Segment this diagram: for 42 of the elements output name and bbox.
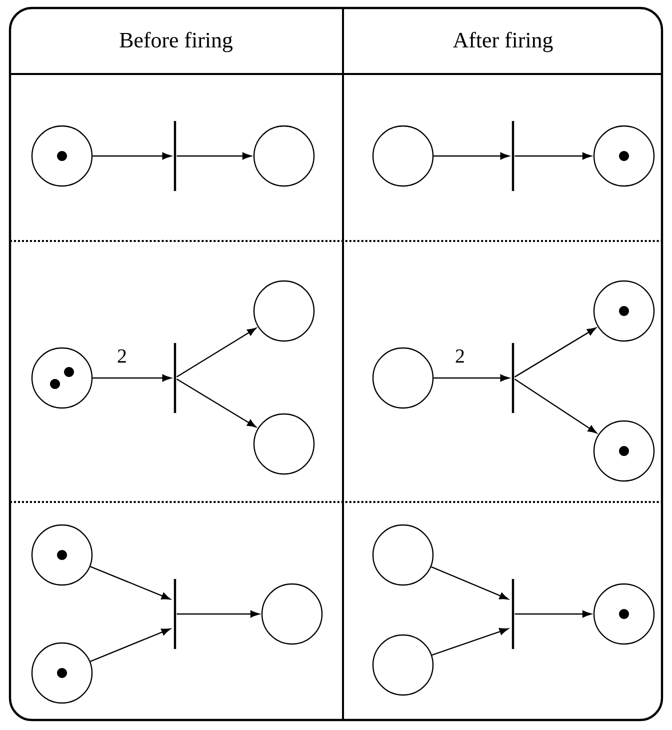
arrow xyxy=(90,628,170,662)
arrow xyxy=(92,152,172,160)
place-circle xyxy=(372,524,434,586)
transition-bar xyxy=(512,343,514,413)
place-circle xyxy=(31,347,93,409)
place-circle xyxy=(593,583,655,645)
transition-bar xyxy=(512,121,514,191)
transition-bar xyxy=(174,579,176,649)
place-circle xyxy=(372,347,434,409)
column-header: After firing xyxy=(453,32,553,52)
transition-bar xyxy=(512,579,514,649)
place-circle xyxy=(593,280,655,342)
arrow xyxy=(90,566,170,600)
edge-label: 2 xyxy=(116,348,128,364)
place-circle xyxy=(253,280,315,342)
place-circle xyxy=(253,125,315,187)
place-circle xyxy=(31,642,93,704)
arrow xyxy=(434,152,510,160)
arrow xyxy=(432,628,508,656)
place-circle xyxy=(261,583,323,645)
arrow xyxy=(434,374,510,382)
arrow xyxy=(176,378,256,428)
place-circle xyxy=(593,420,655,482)
edge-label: 2 xyxy=(454,348,466,364)
column-header: Before firing xyxy=(120,32,232,52)
arrow xyxy=(514,152,592,160)
place-circle xyxy=(253,413,315,475)
place-circle xyxy=(372,634,434,696)
arrow xyxy=(176,152,252,160)
arrow xyxy=(176,610,260,618)
transition-bar xyxy=(174,343,176,413)
arrow xyxy=(514,328,596,378)
place-circle xyxy=(31,524,93,586)
arrow xyxy=(430,566,508,600)
place-circle xyxy=(593,125,655,187)
arrow xyxy=(514,378,597,434)
arrow xyxy=(176,328,256,378)
arrow xyxy=(92,374,172,382)
transition-bar xyxy=(174,121,176,191)
arrow xyxy=(514,610,592,618)
place-circle xyxy=(31,125,93,187)
place-circle xyxy=(372,125,434,187)
